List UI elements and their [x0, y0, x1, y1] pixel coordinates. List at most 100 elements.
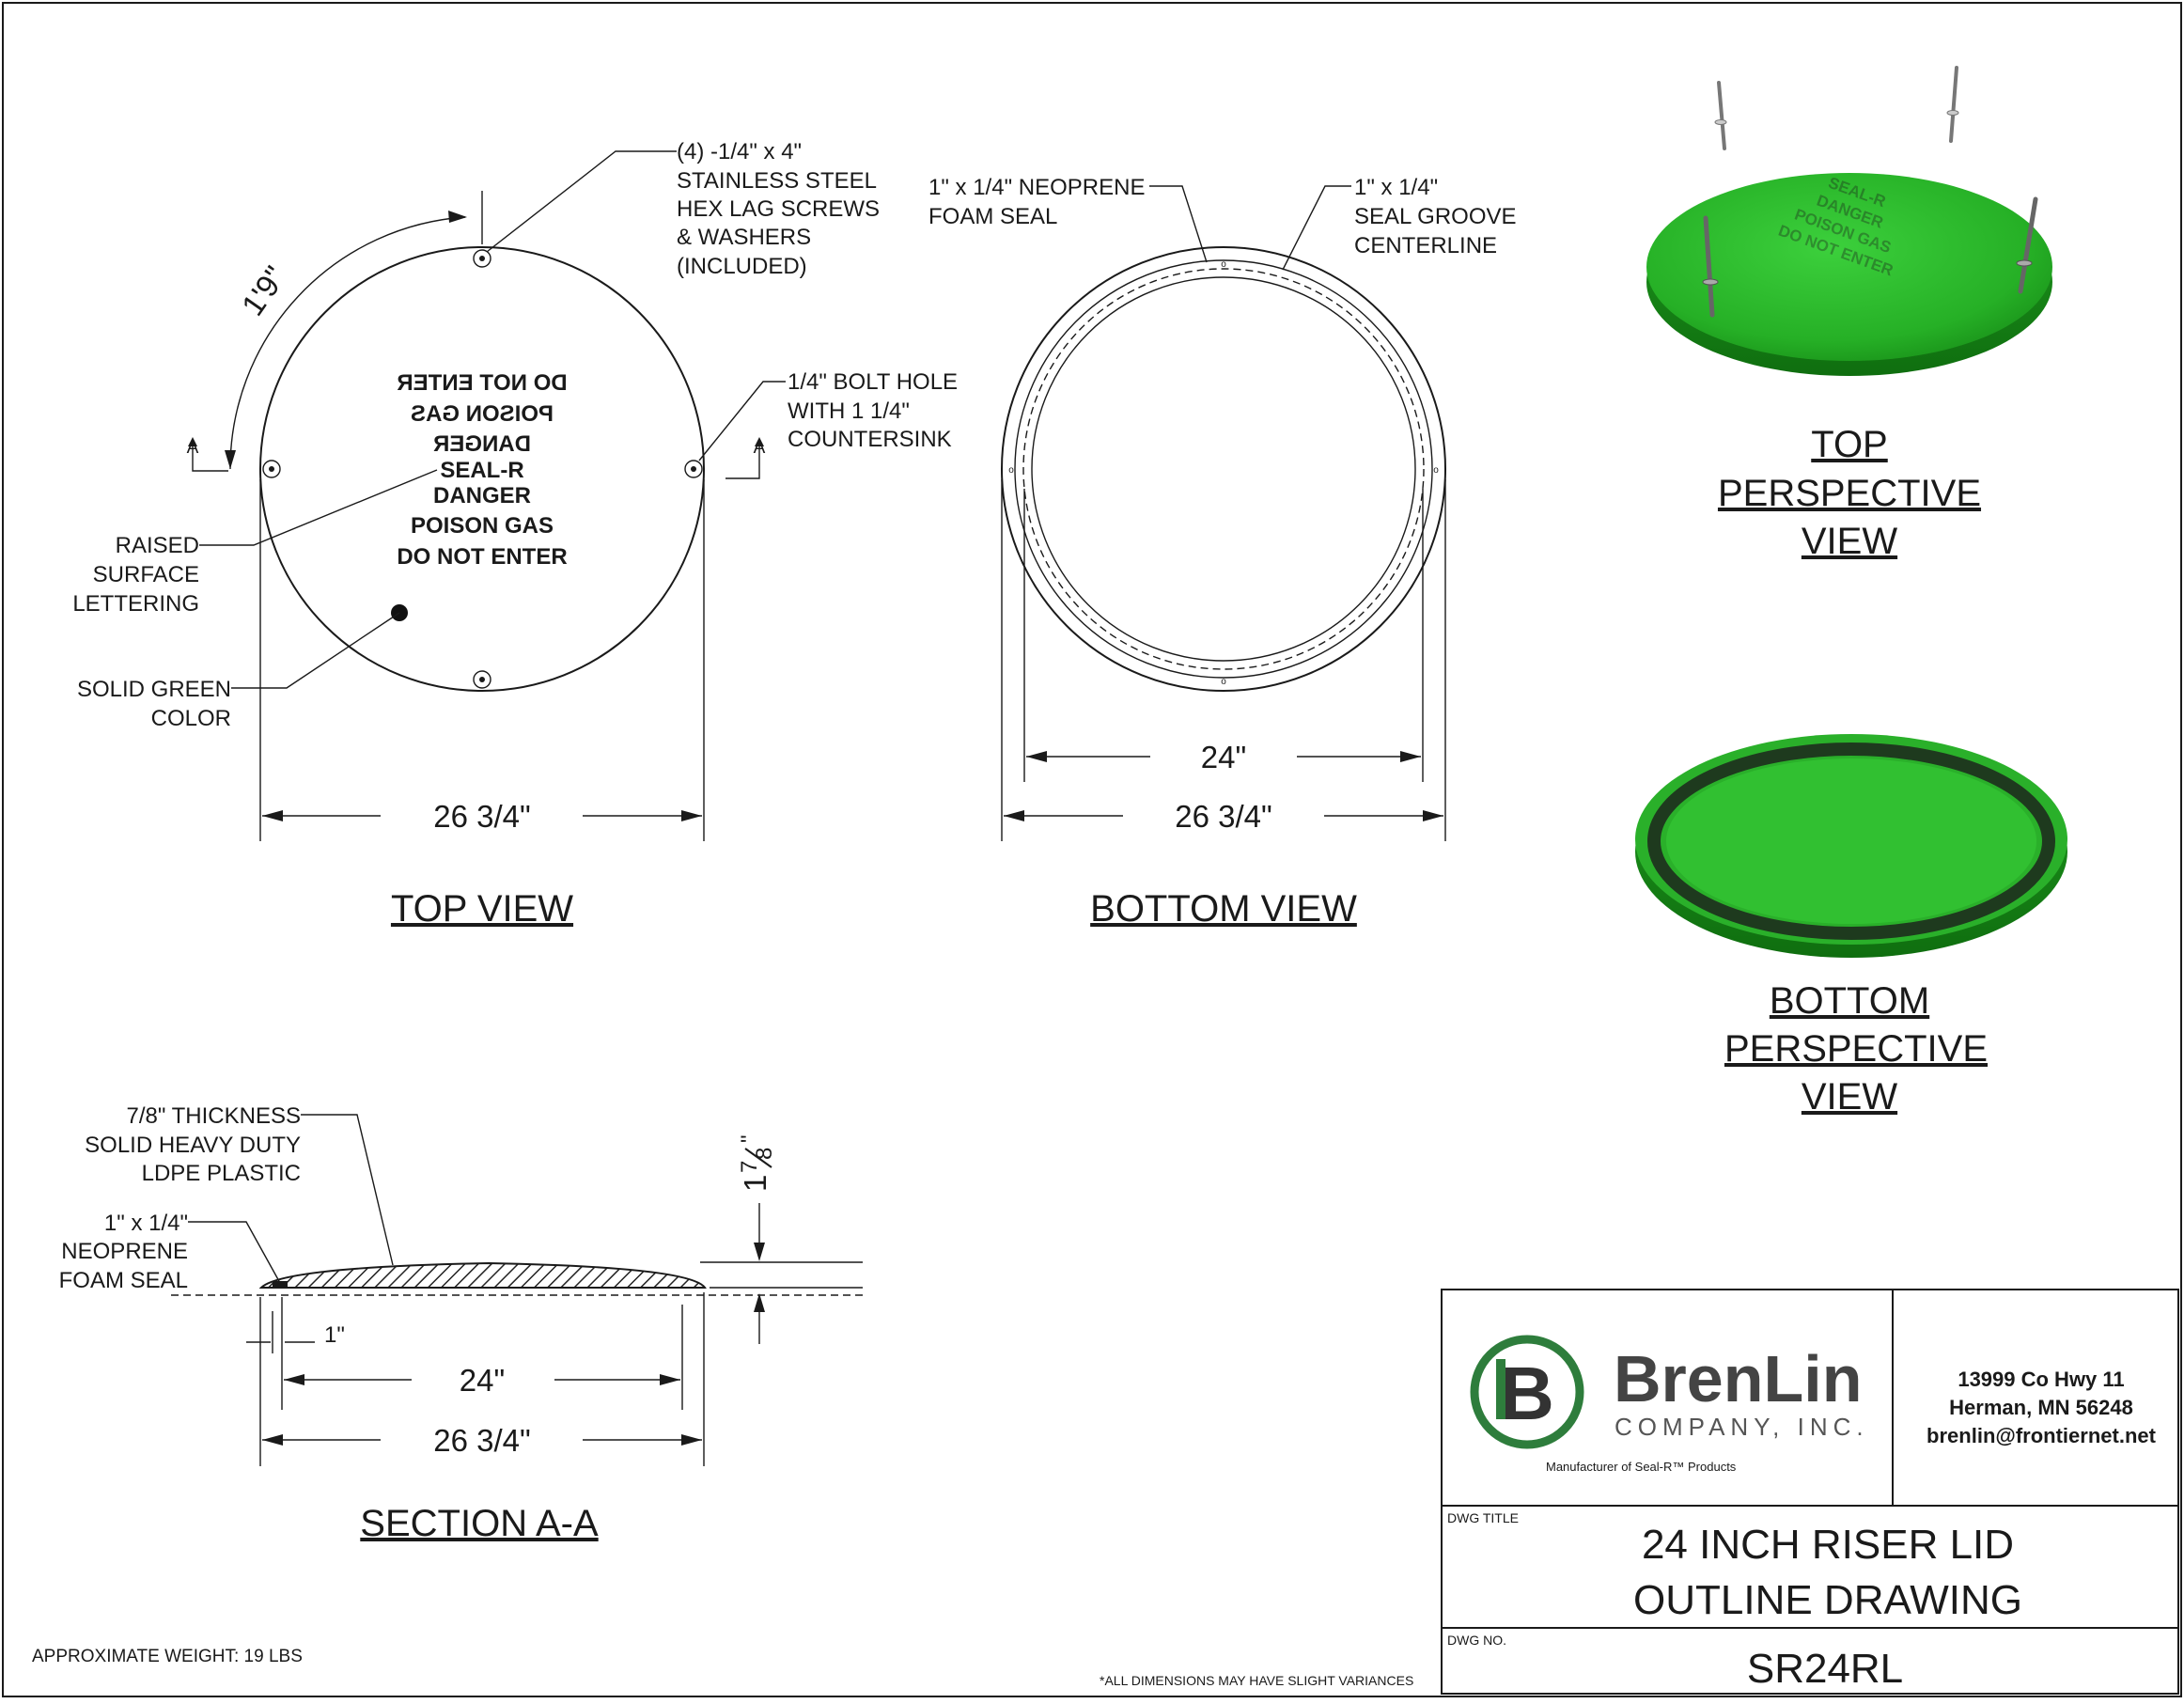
- callout-groove-3: CENTERLINE: [1354, 233, 1497, 258]
- top-perspective-view: SEAL-R DANGER POISON GAS DO NOT ENTER TO…: [1646, 66, 2052, 562]
- top-view-title: TOP VIEW: [391, 888, 573, 930]
- leader-bolt-hole: [698, 381, 786, 461]
- company-name: BrenLin: [1614, 1342, 1862, 1415]
- company-sub: COMPANY, INC.: [1615, 1413, 1869, 1441]
- callout-raised-3: LETTERING: [72, 591, 199, 617]
- bottom-view-lid-outline: [1001, 246, 1446, 692]
- lettering-line-4: DO NOT ENTER: [397, 544, 567, 570]
- svg-text:1: 1: [738, 1175, 772, 1192]
- dwg-title-line-2: OUTLINE DRAWING: [1633, 1577, 2022, 1623]
- callout-foam-1: 1" x 1/4" NEOPRENE: [928, 175, 1145, 200]
- bolt-hole-right: [684, 460, 703, 478]
- company-logo: B BrenLin COMPANY, INC. Manufacturer of …: [1470, 1335, 1869, 1474]
- seal-inner-edge: [1031, 276, 1416, 662]
- title-block: B BrenLin COMPANY, INC. Manufacturer of …: [1441, 1289, 2179, 1695]
- dwg-no: SR24RL: [1747, 1646, 1903, 1692]
- svg-text:8: 8: [752, 1148, 777, 1160]
- mirrored-line-1: DO NOT ENTER: [397, 370, 567, 396]
- bottom-view-title: BOTTOM VIEW: [1090, 888, 1357, 930]
- section-small-dim: 1": [324, 1322, 345, 1348]
- callout-screws-4: & WASHERS: [677, 225, 811, 250]
- dwg-no-label: DWG NO.: [1447, 1633, 1506, 1648]
- callout-raised-2: SURFACE: [93, 562, 199, 587]
- section-foam-seal: [273, 1281, 288, 1289]
- lettering-line-3: POISON GAS: [411, 513, 554, 539]
- top-view-width-dim: 26 3/4": [433, 799, 530, 834]
- callout-section-foam-2: NEOPRENE: [61, 1239, 188, 1264]
- section-outer-dim: 26 3/4": [433, 1423, 530, 1458]
- top-view: DO NOT ENTER POISON GAS DANGER SEAL-R DA…: [72, 139, 958, 930]
- callout-bolt-3: COUNTERSINK: [788, 427, 952, 452]
- section-inner-dim: 24": [460, 1363, 505, 1398]
- mirrored-line-3: DANGER: [433, 431, 531, 457]
- section-lid-profile: [258, 1261, 707, 1289]
- callout-screws-2: STAINLESS STEEL: [677, 168, 877, 194]
- svg-text:o: o: [1221, 259, 1226, 270]
- address-line-3: brenlin@frontiernet.net: [1927, 1424, 2157, 1447]
- callout-screws-1: (4) -1/4" x 4": [677, 139, 802, 164]
- dwg-title-label: DWG TITLE: [1447, 1510, 1519, 1525]
- address-line-1: 13999 Co Hwy 11: [1958, 1368, 2124, 1391]
- mirrored-lettering: DO NOT ENTER POISON GAS DANGER: [397, 370, 567, 457]
- seal-groove-centerline: [1022, 268, 1425, 670]
- screw-1: [1714, 81, 1727, 150]
- svg-text:o: o: [1221, 677, 1226, 687]
- section-title: SECTION A-A: [360, 1503, 599, 1544]
- section-marker-right: A: [725, 437, 766, 479]
- callout-thickness-2: SOLID HEAVY DUTY: [85, 1133, 301, 1158]
- svg-text:A: A: [187, 438, 199, 458]
- callout-color-2: COLOR: [151, 706, 231, 731]
- lettering-line-1: SEAL-R: [440, 458, 523, 483]
- leader-raised-lettering: [199, 469, 438, 546]
- svg-text:A: A: [754, 438, 766, 458]
- company-tagline: Manufacturer of Seal-R™ Products: [1546, 1460, 1737, 1474]
- lettering-line-2: DANGER: [433, 483, 531, 508]
- bolt-hole-top: [473, 249, 491, 268]
- callout-section-foam-1: 1" x 1/4": [104, 1211, 188, 1236]
- top-view-lid-outline: [259, 246, 705, 692]
- seal-outer-edge: [1014, 259, 1433, 679]
- bottom-perspective-view: BOTTOM PERSPECTIVE VIEW: [1635, 734, 2067, 1118]
- svg-text:7: 7: [737, 1161, 762, 1173]
- bottom-view-outer-dim: 26 3/4": [1175, 799, 1271, 834]
- callout-raised-1: RAISED: [116, 533, 199, 558]
- leader-screws: [486, 150, 677, 253]
- screw-4: [2016, 196, 2038, 294]
- callout-thickness-3: LDPE PLASTIC: [142, 1161, 301, 1186]
- leader-solid-green: [231, 612, 400, 689]
- top-perspective-lid: [1646, 173, 2052, 361]
- leader-foam-seal: [1149, 185, 1208, 263]
- address-line-2: Herman, MN 56248: [1949, 1396, 2133, 1419]
- bottom-perspective-title-1: BOTTOM: [1770, 980, 1929, 1022]
- svg-text:": ": [737, 1134, 762, 1143]
- top-perspective-title-3: VIEW: [1802, 521, 1897, 562]
- callout-groove-1: 1" x 1/4": [1354, 175, 1438, 200]
- section-marker-left: A: [187, 437, 228, 472]
- callout-thickness-1: 7/8" THICKNESS: [127, 1103, 301, 1129]
- callout-foam-2: FOAM SEAL: [928, 204, 1057, 229]
- variance-note: *ALL DIMENSIONS MAY HAVE SLIGHT VARIANCE…: [1100, 1673, 1413, 1688]
- mirrored-line-2: POISON GAS: [411, 401, 554, 427]
- callout-section-foam-3: FOAM SEAL: [59, 1268, 188, 1293]
- screw-2: [1946, 66, 1959, 143]
- callout-bolt-1: 1/4" BOLT HOLE: [788, 369, 958, 395]
- callout-bolt-2: WITH 1 1/4": [788, 399, 910, 424]
- bottom-view-inner-dim: 24": [1201, 740, 1246, 774]
- top-perspective-title-1: TOP: [1811, 424, 1888, 465]
- dwg-title-line-1: 24 INCH RISER LID: [1642, 1522, 2014, 1568]
- screw-3: [1702, 215, 1719, 318]
- thickness-dim-label: 1 7 8 ": [737, 1134, 777, 1192]
- bolt-hole-left: [262, 460, 281, 478]
- top-perspective-title-2: PERSPECTIVE: [1718, 473, 1981, 514]
- callout-screws-3: HEX LAG SCREWS: [677, 196, 880, 222]
- bottom-view: o o o o 24" 26 3/4" 1" x 1/4" NEOPRENE F…: [928, 175, 1517, 930]
- svg-text:B: B: [1500, 1352, 1554, 1435]
- bottom-perspective-title-3: VIEW: [1802, 1076, 1897, 1118]
- leader-thickness: [301, 1114, 394, 1266]
- section-a-a: 1 7 8 " 1" 24" 26 3/4" 7/8" THICKNESS SO…: [59, 1103, 863, 1544]
- callout-screws-5: (INCLUDED): [677, 254, 807, 279]
- bottom-perspective-title-2: PERSPECTIVE: [1724, 1028, 1988, 1070]
- weight-note: APPROXIMATE WEIGHT: 19 LBS: [32, 1647, 303, 1666]
